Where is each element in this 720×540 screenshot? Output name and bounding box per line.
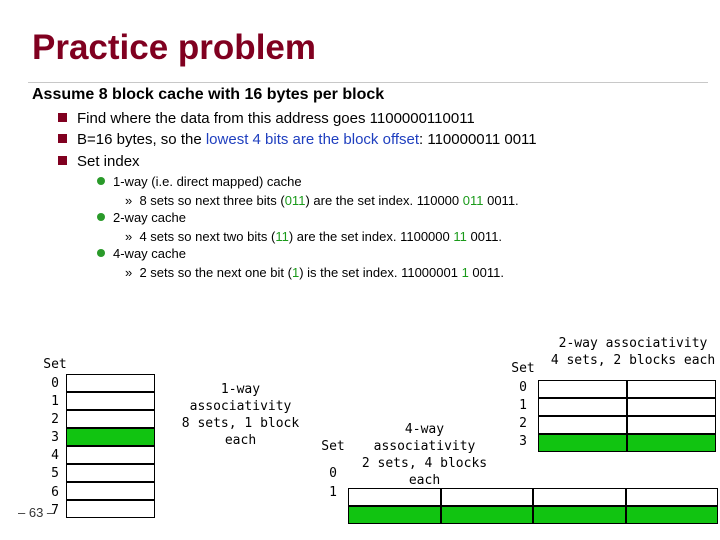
page-title: Practice problem bbox=[32, 28, 316, 67]
cache-block bbox=[66, 392, 155, 410]
set-label: 7 bbox=[51, 502, 59, 518]
bullet-set-index: Set index bbox=[58, 153, 140, 170]
caption-2way: 2-way associativity 4 sets, 2 blocks eac… bbox=[550, 336, 716, 368]
set-label: 0 bbox=[329, 466, 337, 481]
set-label: 1 bbox=[329, 484, 337, 500]
cache-grid-1way bbox=[66, 374, 155, 518]
set-label: 0 bbox=[519, 380, 527, 395]
detail-1way: » 8 sets so next three bits (011) are th… bbox=[125, 193, 519, 208]
set-label: 2 bbox=[519, 416, 527, 432]
cache-block bbox=[538, 416, 627, 434]
set-label: 3 bbox=[519, 434, 527, 450]
problem-statement: Assume 8 block cache with 16 bytes per b… bbox=[32, 86, 385, 103]
detail-2way: » 4 sets so next two bits (11) are the s… bbox=[125, 229, 503, 244]
cache-block bbox=[66, 482, 155, 500]
cache-block bbox=[66, 446, 155, 464]
cache-block-highlighted bbox=[440, 506, 533, 524]
sub-bullet-2way: 2-way cache bbox=[97, 210, 186, 225]
cache-block-highlighted bbox=[533, 506, 626, 524]
set-labels-2way: 0 1 2 3 bbox=[508, 379, 538, 451]
set-label: 3 bbox=[51, 430, 59, 446]
cache-block-highlighted bbox=[538, 434, 627, 452]
cache-block bbox=[627, 380, 716, 398]
set-header-2way: Set bbox=[511, 361, 535, 376]
set-label: 1 bbox=[51, 394, 59, 410]
set-label: 1 bbox=[519, 398, 527, 414]
round-bullet-icon bbox=[97, 213, 105, 221]
sub-bullet-4way: 4-way cache bbox=[97, 246, 186, 261]
square-bullet-icon bbox=[58, 156, 67, 165]
cache-block bbox=[66, 410, 155, 428]
cache-grid-2way bbox=[538, 380, 716, 452]
set-label: 2 bbox=[51, 412, 59, 428]
bullet-address: Find where the data from this address go… bbox=[58, 110, 475, 127]
detail-4way: » 2 sets so the next one bit (1) is the … bbox=[125, 265, 504, 280]
cache-block bbox=[440, 488, 533, 506]
set-header-4way: Set bbox=[321, 439, 345, 454]
set-label: 6 bbox=[51, 484, 59, 500]
cache-block-highlighted bbox=[66, 428, 155, 446]
cache-block bbox=[348, 488, 441, 506]
cache-block bbox=[66, 464, 155, 482]
caption-1way: 1-way associativity 8 sets, 1 block each bbox=[181, 382, 300, 448]
set-label: 5 bbox=[51, 466, 59, 482]
set-labels-1way: 0 1 2 3 4 5 6 7 bbox=[40, 375, 70, 520]
set-label: 4 bbox=[51, 448, 59, 464]
cache-block bbox=[66, 500, 155, 518]
cache-block bbox=[625, 488, 718, 506]
cache-block bbox=[538, 398, 627, 416]
title-divider bbox=[28, 82, 708, 83]
cache-block bbox=[627, 416, 716, 434]
square-bullet-icon bbox=[58, 134, 67, 143]
sub-bullet-1way: 1-way (i.e. direct mapped) cache bbox=[97, 174, 302, 189]
caption-4way: 4-way associativity 2 sets, 4 blocks eac… bbox=[361, 422, 488, 488]
set-label: 0 bbox=[51, 376, 59, 391]
cache-block-highlighted bbox=[627, 434, 716, 452]
square-bullet-icon bbox=[58, 113, 67, 122]
page-number: – 63 – bbox=[18, 505, 55, 520]
cache-block-highlighted bbox=[348, 506, 441, 524]
round-bullet-icon bbox=[97, 249, 105, 257]
cache-block bbox=[627, 398, 716, 416]
set-header-1way: Set bbox=[43, 357, 67, 372]
cache-grid-4way bbox=[348, 488, 718, 524]
bullet-block-offset: B=16 bytes, so the lowest 4 bits are the… bbox=[58, 131, 537, 148]
round-bullet-icon bbox=[97, 177, 105, 185]
cache-block bbox=[538, 380, 627, 398]
cache-block bbox=[533, 488, 626, 506]
cache-block bbox=[66, 374, 155, 392]
cache-block-highlighted bbox=[625, 506, 718, 524]
